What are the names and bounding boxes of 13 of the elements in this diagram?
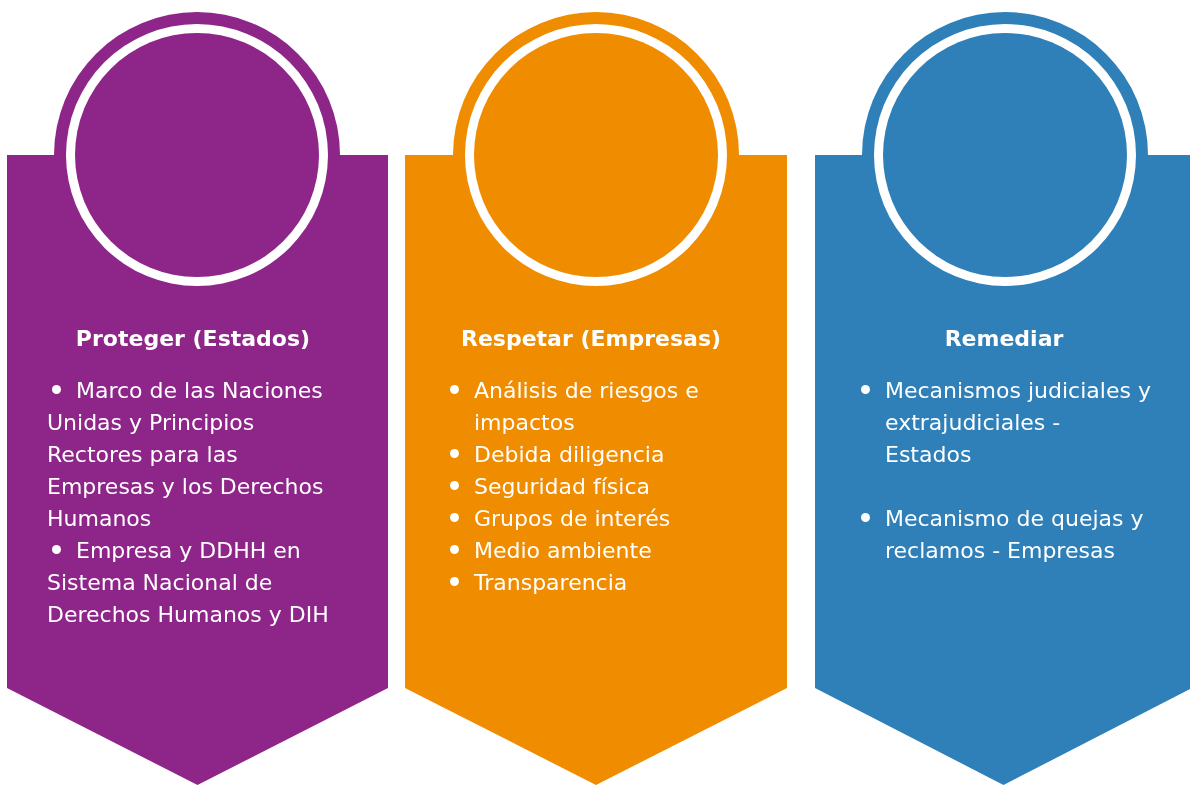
bullet-item: Marco de las Naciones Unidas y Principios Rectores para las Empresas y los Derechos Humanos [47,375,339,535]
bullet-item: Mecanismo de quejas y reclamos - Empresas [856,503,1152,567]
bullet-item: Medio ambiente [445,535,737,567]
bullet-item: Mecanismos judiciales y extrajudiciales - Estados [856,375,1152,471]
bullet-item: Análisis de riesgos e impactos [445,375,737,439]
panel-heading: Remediar [943,325,1065,353]
panel-heading: Proteger (Estados) [74,325,312,353]
bullet-item: Empresa y DDHH en Sistema Nacional de Derechos Humanos y DIH [47,535,339,631]
bullet-item: Debida diligencia [445,439,737,471]
bullet-item: Seguridad física [445,471,737,503]
panel-heading: Respetar (Empresas) [459,325,723,353]
bullet-item: Grupos de interés [445,503,737,535]
bullet-item: Transparencia [445,567,737,599]
